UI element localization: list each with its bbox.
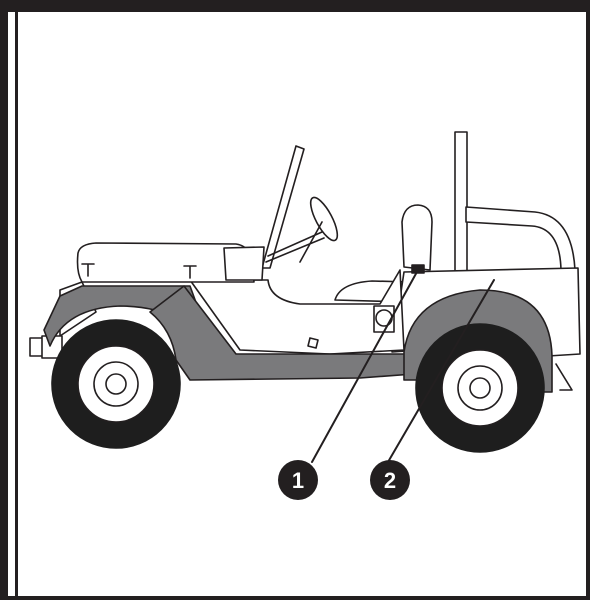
roll-bar	[455, 132, 575, 272]
callout-1-label: 1	[292, 468, 304, 493]
front-wheel	[52, 320, 180, 448]
steering-wheel	[300, 194, 342, 262]
callout-2-label: 2	[384, 468, 396, 493]
callout-1: 1	[278, 460, 318, 500]
callout-2: 2	[370, 460, 410, 500]
callout-1-target	[412, 265, 424, 273]
rear-wheel	[416, 324, 544, 452]
